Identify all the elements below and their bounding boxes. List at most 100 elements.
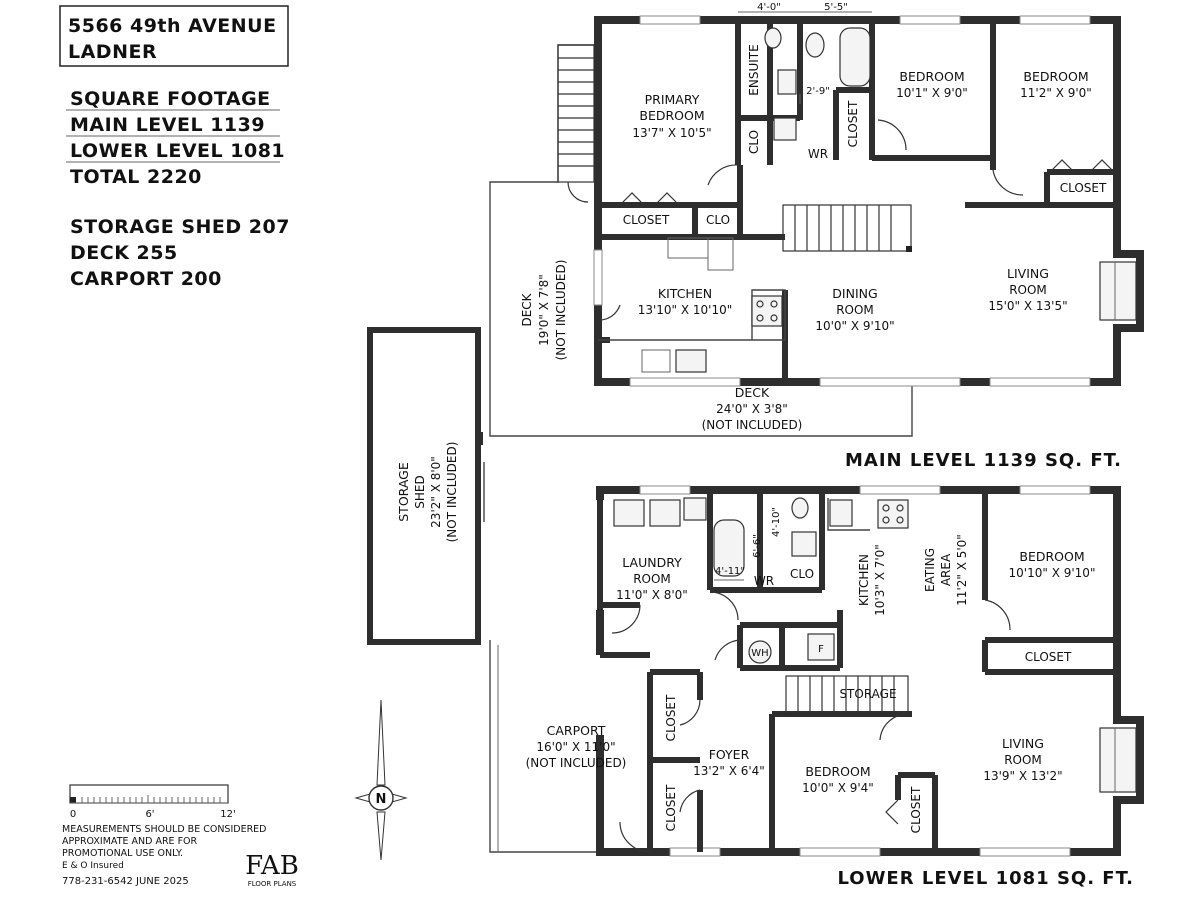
ensuite-label: ENSUITE xyxy=(747,44,761,95)
eating-dims: 11'2" X 5'0" xyxy=(955,534,969,606)
scale-label-0: 0 xyxy=(70,809,76,820)
main-closet-label-left: CLOSET xyxy=(623,213,670,227)
lower-bedroom-a-dims: 10'10" X 9'10" xyxy=(1009,566,1096,580)
lower-bedroom-b-name: BEDROOM xyxy=(805,764,870,779)
sqft-deck: DECK 255 xyxy=(70,242,178,264)
shed-dims: 23'2" X 8'0" xyxy=(429,456,443,528)
lower-living-name2: ROOM xyxy=(1004,753,1042,767)
primary-bedroom-dims: 13'7" X 10'5" xyxy=(632,126,711,140)
side-deck-note: (NOT INCLUDED) xyxy=(554,260,568,361)
dryer xyxy=(649,499,681,527)
lower-closet-label: CLOSET xyxy=(1025,650,1072,664)
fireplace xyxy=(1099,727,1137,793)
logo-mark: FAB xyxy=(245,851,299,881)
lower-level-title: LOWER LEVEL 1081 SQ. FT. xyxy=(837,868,1134,889)
lower-stairs xyxy=(785,675,909,713)
main-living-name2: ROOM xyxy=(1009,283,1047,297)
furnace xyxy=(807,633,835,661)
door-swing xyxy=(597,304,621,321)
scale-label-6: 6' xyxy=(145,809,154,820)
window xyxy=(669,847,721,857)
window xyxy=(859,485,941,495)
toilet xyxy=(805,32,825,58)
scale-label-12: 12' xyxy=(220,809,235,820)
door-swing xyxy=(679,699,701,726)
door-swing xyxy=(567,181,589,203)
interior-stairs xyxy=(782,204,912,252)
shed-wall xyxy=(367,327,481,645)
address-line1: 5566 49th AVENUE xyxy=(68,15,277,37)
door-swing xyxy=(877,119,907,151)
window xyxy=(593,249,603,306)
water-heater xyxy=(748,640,772,664)
closet-doors xyxy=(619,192,680,206)
door-swing xyxy=(679,789,701,813)
dim-small: 2'-9" xyxy=(806,86,830,97)
storage-shed-plan: STORAGE SHED 23'2" X 8'0" (NOT INCLUDED) xyxy=(367,327,485,645)
lower-bedroom-a-name: BEDROOM xyxy=(1019,549,1084,564)
window xyxy=(1019,485,1091,495)
sink xyxy=(791,531,817,557)
eating-name: EATING xyxy=(923,548,937,592)
dim-v2: 4'-10" xyxy=(771,507,782,537)
foyer-closet-bottom: CLOSET xyxy=(664,784,678,831)
bedroom-a-name: BEDROOM xyxy=(899,69,964,84)
foyer-closet-top: CLOSET xyxy=(664,694,678,741)
furnace-label: F xyxy=(818,644,824,655)
main-level-title: MAIN LEVEL 1139 SQ. FT. xyxy=(845,450,1122,471)
sqft-lower: LOWER LEVEL 1081 xyxy=(70,140,285,162)
scale-bar: 0 6' 12' xyxy=(69,784,236,820)
carport-dims: 16'0" X 11'0" xyxy=(536,740,615,754)
address-box xyxy=(59,5,289,67)
eating-name2: AREA xyxy=(939,553,953,586)
lower-kitchen-name: KITCHEN xyxy=(857,554,871,606)
shed-name2: SHED xyxy=(413,475,427,508)
window xyxy=(639,15,701,25)
toilet xyxy=(791,497,809,519)
window xyxy=(819,377,961,387)
dim-tub: 4'-11" xyxy=(715,566,745,577)
fab-logo: FAB FLOOR PLANS xyxy=(245,851,299,888)
logo-sub: FLOOR PLANS xyxy=(248,880,297,888)
bedroom-a-dims: 10'1" X 9'0" xyxy=(896,86,968,100)
stove xyxy=(751,295,783,327)
main-living-dims: 15'0" X 13'5" xyxy=(988,299,1067,313)
main-closet-label-right: CLOSET xyxy=(1060,181,1107,195)
closet-doors xyxy=(1049,159,1115,173)
main-clo-label: CLO xyxy=(747,130,761,154)
bedroom-b-dims: 11'2" X 9'0" xyxy=(1020,86,1092,100)
door-swing xyxy=(984,599,1011,631)
compass-rose: N xyxy=(354,699,408,861)
dishwasher xyxy=(641,349,671,373)
main-clo-label-hall: CLO xyxy=(706,213,730,227)
sqft-main: MAIN LEVEL 1139 xyxy=(70,114,265,136)
main-kitchen-name: KITCHEN xyxy=(658,286,712,301)
stove xyxy=(877,499,909,529)
carport-note: (NOT INCLUDED) xyxy=(526,756,627,770)
side-deck-dims: 19'0" X 7'8" xyxy=(537,274,551,346)
bathtub xyxy=(713,519,745,577)
laundry-name1: LAUNDRY xyxy=(622,555,682,570)
front-deck-note: (NOT INCLUDED) xyxy=(702,418,803,432)
shed-note: (NOT INCLUDED) xyxy=(445,442,459,543)
disclaimer-line3: PROMOTIONAL USE ONLY. xyxy=(62,848,183,859)
sqft-total: TOTAL 2220 xyxy=(70,166,202,188)
door-swing xyxy=(619,821,651,853)
laundry-name2: ROOM xyxy=(633,572,671,586)
window xyxy=(629,377,741,387)
dining-name1: DINING xyxy=(832,286,877,301)
door-swing xyxy=(879,713,909,741)
disclaimer-line1: MEASUREMENTS SHOULD BE CONSIDERED xyxy=(62,824,267,835)
carport-name: CARPORT xyxy=(547,723,606,738)
bedroom-b-name: BEDROOM xyxy=(1023,69,1088,84)
lower-living-dims: 13'9" X 13'2" xyxy=(983,769,1062,783)
shed-name1: STORAGE xyxy=(396,462,411,522)
door-swing xyxy=(714,639,741,661)
dining-name2: ROOM xyxy=(836,303,874,317)
carport-outline xyxy=(489,640,598,853)
laundry-sink xyxy=(683,497,707,521)
fireplace xyxy=(1099,261,1137,321)
disclaimer-line4: E & O Insured xyxy=(62,861,124,871)
window xyxy=(989,377,1091,387)
